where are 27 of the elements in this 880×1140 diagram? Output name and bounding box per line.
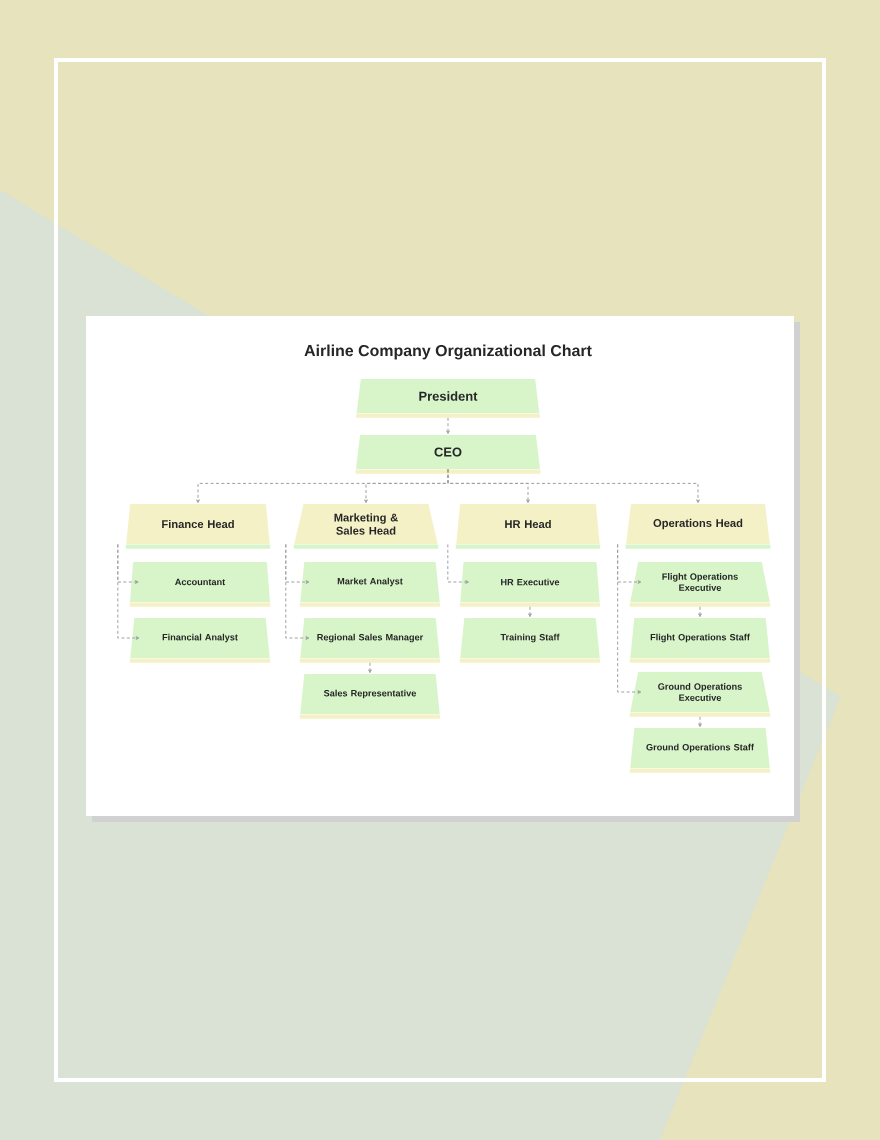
role-box (129, 618, 271, 663)
role-box (129, 562, 271, 607)
role-box (629, 672, 771, 717)
head-box (625, 504, 771, 549)
arrow (617, 543, 642, 694)
arrow (528, 606, 532, 618)
arrow (446, 417, 450, 435)
role-box (299, 562, 441, 607)
head-box (293, 504, 439, 549)
arrow (698, 716, 702, 728)
role-box (459, 562, 601, 607)
role-box (299, 618, 441, 663)
arrow (447, 468, 700, 504)
title-box (355, 435, 541, 474)
title-box (356, 379, 540, 418)
arrow (117, 543, 140, 640)
role-box (299, 674, 441, 719)
arrow (368, 662, 372, 674)
role-box (629, 562, 771, 607)
head-box (455, 504, 601, 549)
role-box (459, 618, 601, 663)
arrow (285, 543, 310, 640)
arrow (698, 606, 702, 618)
arrow (447, 543, 469, 584)
role-box (629, 728, 771, 773)
head-box (125, 504, 271, 549)
role-box (629, 618, 771, 663)
